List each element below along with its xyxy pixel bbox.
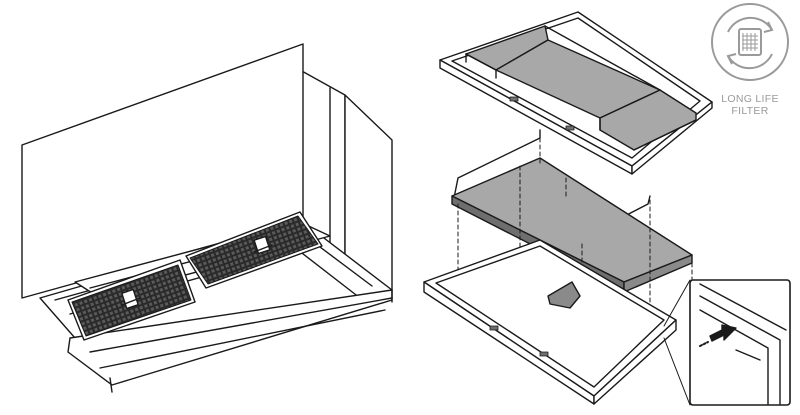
filter-cassette-top: [439, 11, 713, 175]
long-life-filter-badge: [711, 3, 789, 81]
detail-inset: [663, 279, 791, 406]
filter-grid-icon: [738, 28, 762, 56]
cooker-hood: [21, 43, 393, 393]
badge-label-line2: FILTER: [731, 105, 769, 117]
badge-label-line1: LONG LIFE: [721, 93, 779, 105]
hood-bottom-rail: [67, 289, 393, 386]
filter-frame-bottom: [423, 239, 677, 405]
arrow-right-icon: [709, 324, 737, 342]
clip: [539, 351, 549, 357]
grease-filter-right: [185, 211, 323, 289]
inset-box: [689, 279, 791, 406]
clip: [509, 96, 519, 102]
clip: [489, 325, 499, 331]
grease-filter-left: [67, 259, 196, 341]
clip: [565, 125, 575, 131]
filter-handle-right: [253, 235, 271, 255]
recycle-arrows-icon: [726, 16, 774, 70]
